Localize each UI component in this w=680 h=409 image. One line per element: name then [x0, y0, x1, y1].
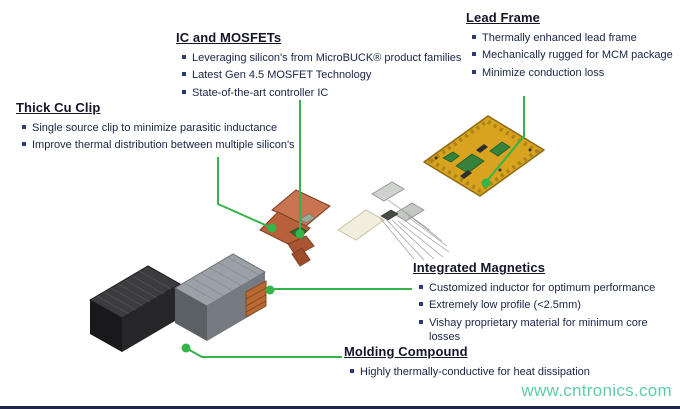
- connector-lead-frame: [481, 96, 525, 188]
- connector-dot: [265, 285, 275, 295]
- connector-dot: [267, 223, 277, 233]
- callout-lead-frame: Lead Frame Thermally enhanced lead frame…: [466, 10, 678, 83]
- connector-integrated-magnetics: [265, 285, 412, 295]
- bond-wires: [379, 199, 450, 261]
- bullet-square-icon: [182, 72, 186, 77]
- callout-title: Thick Cu Clip: [16, 100, 101, 115]
- lead-frame-graphic: [423, 115, 545, 197]
- callout-title: IC and MOSFETs: [176, 30, 282, 45]
- bullet-text: Mechanically rugged for MCM package: [482, 49, 673, 62]
- bullet-text: State-of-the-art controller IC: [192, 86, 329, 99]
- silicon-die-graphic: [371, 181, 450, 261]
- connector-dot: [181, 343, 191, 353]
- callout-ic-mosfets: IC and MOSFETs Leveraging silicon's from…: [176, 30, 476, 103]
- bullet-text: Thermally enhanced lead frame: [482, 32, 637, 44]
- bullet-text: Vishay proprietary material for minimum …: [429, 316, 648, 343]
- bullet-item: Highly thermally-conductive for heat dis…: [350, 365, 664, 379]
- watermark-text: www.cntronics.com: [521, 381, 672, 400]
- bullet-item: Extremely low profile (<2.5mm): [419, 298, 679, 312]
- molded-case-graphic: [88, 265, 182, 352]
- inner-case-graphic: [173, 253, 267, 341]
- bullet-text: Single source clip to minimize parasitic…: [32, 122, 278, 134]
- bullet-item: Improve thermal distribution between mul…: [22, 138, 302, 152]
- callout-thick-cu-clip: Thick Cu Clip Single source clip to mini…: [16, 100, 302, 156]
- connector-dot: [295, 229, 305, 239]
- bullet-item: Vishay proprietary material for minimum …: [419, 316, 679, 345]
- bullet-square-icon: [22, 142, 26, 147]
- bullet-square-icon: [419, 319, 423, 324]
- bottom-border: [0, 406, 680, 409]
- bullet-text: Customized inductor for optimum performa…: [429, 282, 656, 294]
- callout-title: Integrated Magnetics: [413, 260, 546, 275]
- bullet-text: Minimize conduction loss: [482, 66, 605, 79]
- callout-title: Lead Frame: [466, 10, 540, 25]
- bullet-item: Leveraging silicon's from MicroBUCK® pro…: [182, 51, 476, 65]
- bullet-item: Customized inductor for optimum performa…: [419, 281, 679, 295]
- bullet-square-icon: [472, 52, 476, 57]
- bullet-item: Thermally enhanced lead frame: [472, 31, 678, 45]
- inductor-winding-graphic: [245, 280, 267, 318]
- connector-thick-cu-clip: [217, 157, 277, 233]
- bullet-square-icon: [472, 69, 476, 74]
- bullet-item: Single source clip to minimize parasitic…: [22, 121, 302, 135]
- connector-dot: [481, 178, 491, 188]
- bullet-item: Latest Gen 4.5 MOSFET Technology: [182, 68, 476, 82]
- bullet-text: Improve thermal distribution between mul…: [32, 139, 295, 152]
- bullet-text: Leveraging silicon's from MicroBUCK® pro…: [192, 52, 462, 64]
- bullet-square-icon: [182, 55, 186, 59]
- connector-ic-mosfets: [295, 100, 305, 239]
- bullet-square-icon: [350, 369, 354, 373]
- callout-integrated-magnetics: Integrated Magnetics Customized inductor…: [413, 260, 679, 347]
- bullet-item: Minimize conduction loss: [472, 66, 678, 80]
- callout-title: Molding Compound: [344, 344, 468, 359]
- bullet-text: Latest Gen 4.5 MOSFET Technology: [192, 69, 372, 82]
- bullet-square-icon: [182, 89, 186, 94]
- bullet-square-icon: [22, 125, 26, 129]
- bullet-text: Highly thermally-conductive for heat dis…: [360, 366, 590, 378]
- bullet-square-icon: [472, 35, 476, 39]
- bullet-square-icon: [419, 302, 423, 307]
- callout-molding-compound: Molding Compound Highly thermally-conduc…: [344, 344, 664, 382]
- substrate-layer-graphic: [337, 209, 385, 241]
- lead-frame-castellations: [427, 118, 541, 194]
- bullet-item: Mechanically rugged for MCM package: [472, 48, 678, 62]
- bullet-square-icon: [419, 285, 423, 289]
- mosfet-die-on-clip: [299, 213, 316, 224]
- bullet-item: State-of-the-art controller IC: [182, 86, 476, 100]
- bullet-text: Extremely low profile (<2.5mm): [429, 299, 581, 312]
- connector-molding-compound: [181, 343, 342, 358]
